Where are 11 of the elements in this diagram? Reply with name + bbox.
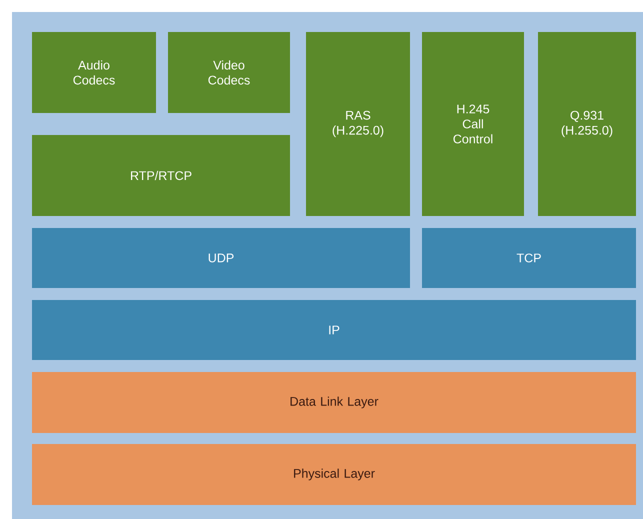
layer-box: Physical Layer bbox=[32, 444, 636, 505]
layer-box: H.245 Call Control bbox=[422, 32, 524, 216]
layer-box: Audio Codecs bbox=[32, 32, 156, 113]
layer-box: Q.931 (H.255.0) bbox=[538, 32, 636, 216]
layer-box: IP bbox=[32, 300, 636, 360]
layer-box: Video Codecs bbox=[168, 32, 290, 113]
layer-box: RTP/RTCP bbox=[32, 135, 290, 216]
layer-box: Data Link Layer bbox=[32, 372, 636, 433]
layer-box: RAS (H.225.0) bbox=[306, 32, 410, 216]
layer-box: TCP bbox=[422, 228, 636, 288]
layer-box: UDP bbox=[32, 228, 410, 288]
